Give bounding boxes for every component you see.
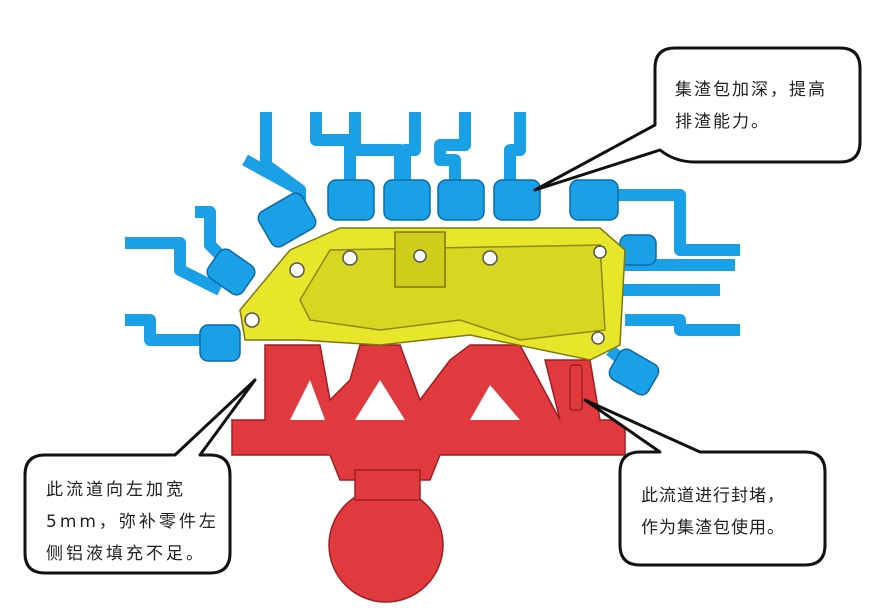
callout-bottom-right: 此流道进行封堵， 作为集渣包使用。 bbox=[641, 480, 785, 544]
callout-line: 排渣能力。 bbox=[675, 112, 770, 132]
casting-part bbox=[239, 227, 626, 361]
callout-line: 此流道进行封堵， bbox=[641, 486, 785, 506]
callout-bubble-bottom-left bbox=[23, 378, 257, 575]
callout-top-right: 集渣包加深，提高 排渣能力。 bbox=[675, 74, 827, 138]
callout-line: 集渣包加深，提高 bbox=[675, 80, 827, 100]
callout-bubble-bottom-right bbox=[583, 398, 827, 567]
callout-bubbles bbox=[23, 46, 862, 575]
overflow-wells bbox=[199, 179, 660, 396]
callout-bottom-left: 此流道向左加宽 5mm，弥补零件左 侧铝液填充不足。 bbox=[46, 474, 219, 570]
runner-system bbox=[231, 344, 626, 603]
callout-line: 侧铝液填充不足。 bbox=[46, 544, 206, 564]
callout-line: 作为集渣包使用。 bbox=[641, 518, 785, 538]
callout-line: 5mm，弥补零件左 bbox=[46, 512, 219, 532]
callout-bubble-top-right bbox=[533, 46, 862, 192]
callout-line: 此流道向左加宽 bbox=[46, 480, 186, 500]
